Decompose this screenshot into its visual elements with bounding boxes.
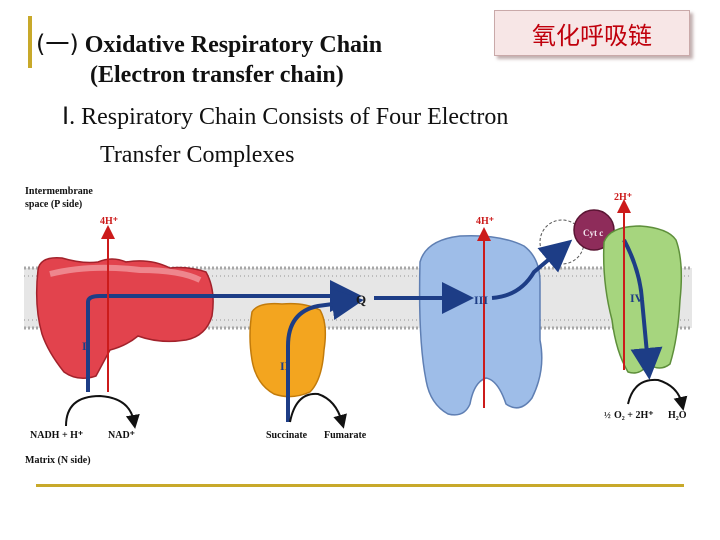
title-prefix: (一) — [36, 30, 79, 58]
subtitle-line-2: Transfer Complexes — [100, 142, 295, 168]
slide-bottom-rule — [36, 484, 684, 487]
oxygen-half-label: ½ — [604, 410, 611, 420]
title-line-1: (一) Oxidative Respiratory Chain — [36, 24, 382, 59]
subtitle-numeral: Ⅰ. — [62, 104, 76, 130]
cyt-c-label: Cyt c — [583, 228, 603, 238]
complex-iii — [418, 234, 543, 416]
oxygen-label: O₂ + 2H⁺ — [614, 410, 654, 421]
matrix-label: Matrix (N side) — [25, 455, 91, 466]
water-label: H₂O — [668, 410, 687, 421]
complex-iii-shape — [418, 234, 543, 416]
intermembrane-label-line2: space (P side) — [25, 199, 82, 210]
chinese-title-box: 氧化呼吸链 — [494, 10, 690, 56]
chinese-title: 氧化呼吸链 — [532, 21, 652, 50]
q-label: Q — [356, 292, 366, 307]
electron-flow — [86, 239, 663, 422]
complex-i-label: I — [82, 339, 87, 353]
intermembrane-label-line1: Intermembrane — [25, 186, 93, 197]
complex-i-highlight — [49, 264, 202, 283]
cyt-c-circle — [573, 209, 615, 251]
electron-arrow-i — [86, 280, 362, 392]
complex-ii-label: II — [280, 359, 290, 373]
fumarate-label: Fumarate — [324, 430, 367, 441]
electron-arrow-iii-to-cyt — [491, 239, 573, 300]
title-text: Oxidative Respiratory Chain — [84, 32, 383, 58]
electron-arrow-ii — [286, 288, 364, 422]
slide-accent-bar — [28, 16, 32, 68]
proton-label-iv: 2H⁺ — [614, 192, 632, 203]
nadh-label: NADH + H⁺ — [30, 430, 83, 441]
electron-arrow-iv — [622, 239, 663, 380]
proton-arrows — [101, 199, 631, 408]
proton-label-i: 4H⁺ — [100, 216, 118, 227]
succinate-arc — [289, 392, 347, 429]
nadh-arc — [65, 394, 140, 429]
nad-label: NAD⁺ — [108, 430, 135, 441]
complex-i — [35, 257, 214, 379]
complex-iii-label: III — [474, 293, 488, 307]
title-line-2: (Electron transfer chain) — [90, 62, 344, 88]
oxygen-arc — [627, 378, 688, 411]
proton-label-iii: 4H⁺ — [476, 216, 494, 227]
complex-i-shape — [35, 257, 214, 379]
subtitle-text: Respiratory Chain Consists of Four Elect… — [81, 104, 509, 130]
subtitle-line-1: Ⅰ. Respiratory Chain Consists of Four El… — [62, 102, 508, 131]
succinate-label: Succinate — [266, 430, 308, 441]
complex-iv-label: IV — [630, 291, 644, 305]
